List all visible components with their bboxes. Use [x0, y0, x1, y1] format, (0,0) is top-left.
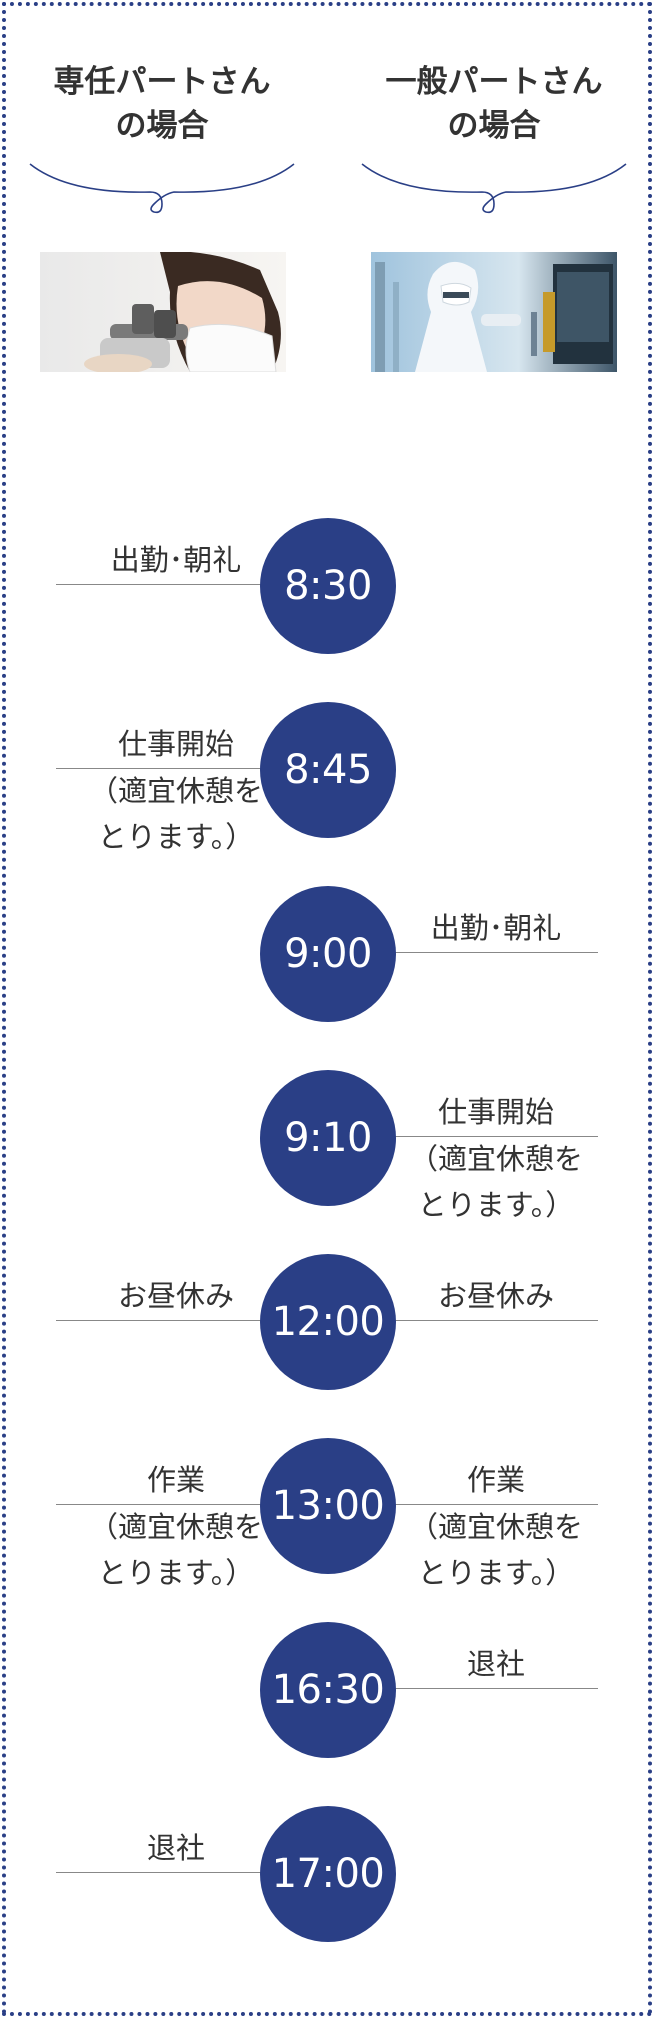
event-note-line: （適宜休憩を: [408, 1510, 583, 1544]
event-note-line: （適宜休憩を: [88, 774, 263, 808]
header-right-line-1: 一般パートさん: [385, 64, 603, 100]
event-title: お昼休み: [117, 1279, 234, 1313]
event-title: 退社: [146, 1831, 205, 1865]
event-note-line: とります。）: [97, 1556, 255, 1590]
event-left-4: お昼休み: [56, 1278, 296, 1320]
time-circle-0: 8:30: [260, 518, 396, 654]
event-rule-right: [390, 952, 598, 953]
event-rule-left: [56, 1504, 266, 1505]
event-note-line: （適宜休憩を: [88, 1510, 263, 1544]
event-rule-right: [390, 1688, 598, 1689]
event-right-4: お昼休み: [396, 1278, 596, 1320]
event-title: 仕事開始: [437, 1095, 554, 1129]
event-title: 退社: [466, 1647, 525, 1681]
event-rule-left: [56, 768, 266, 769]
event-left-5: 作業 （適宜休憩をとります。）: [56, 1462, 296, 1596]
header-left-line-2: の場合: [115, 108, 209, 144]
event-title: 作業: [146, 1463, 205, 1497]
event-note-line: とります。）: [417, 1556, 575, 1590]
time-circle-5: 13:00: [260, 1438, 396, 1574]
event-title: 仕事開始: [117, 727, 234, 761]
photo-lab-worker-cleansuit: [371, 252, 617, 372]
event-rule-left: [56, 584, 266, 585]
event-left-1: 仕事開始 （適宜休憩をとります。）: [56, 726, 296, 860]
event-rule-right: [390, 1136, 598, 1137]
event-rule-left: [56, 1320, 266, 1321]
time-circle-7: 17:00: [260, 1806, 396, 1942]
event-right-3: 仕事開始 （適宜休憩をとります。）: [396, 1094, 596, 1228]
event-title: 作業: [466, 1463, 525, 1497]
event-rule-right: [390, 1504, 598, 1505]
decorative-swirl-left: [29, 163, 295, 214]
time-circle-3: 9:10: [260, 1070, 396, 1206]
event-rule-left: [56, 1872, 266, 1873]
time-circle-1: 8:45: [260, 702, 396, 838]
header-left-line-1: 専任パートさん: [53, 64, 271, 100]
time-circle-2: 9:00: [260, 886, 396, 1022]
header-general-part-time: 一般パートさん の場合: [354, 60, 634, 148]
decorative-swirl-right: [361, 163, 627, 214]
time-circle-4: 12:00: [260, 1254, 396, 1390]
header-dedicated-part-time: 専任パートさん の場合: [22, 60, 302, 148]
time-circle-6: 16:30: [260, 1622, 396, 1758]
event-note-line: （適宜休憩を: [408, 1142, 583, 1176]
event-title: 出勤･朝礼: [110, 543, 242, 577]
photo-microscope-worker: [40, 252, 286, 372]
event-right-6: 退社: [396, 1646, 596, 1688]
event-title: 出勤･朝礼: [430, 911, 562, 945]
header-right-line-2: の場合: [447, 108, 541, 144]
event-note-line: とります。）: [417, 1188, 575, 1222]
event-title: お昼休み: [437, 1279, 554, 1313]
event-note-line: とります。）: [97, 820, 255, 854]
event-left-0: 出勤･朝礼: [56, 542, 296, 584]
event-rule-right: [390, 1320, 598, 1321]
event-right-2: 出勤･朝礼: [396, 910, 596, 952]
event-right-5: 作業 （適宜休憩をとります。）: [396, 1462, 596, 1596]
event-left-7: 退社: [56, 1830, 296, 1872]
